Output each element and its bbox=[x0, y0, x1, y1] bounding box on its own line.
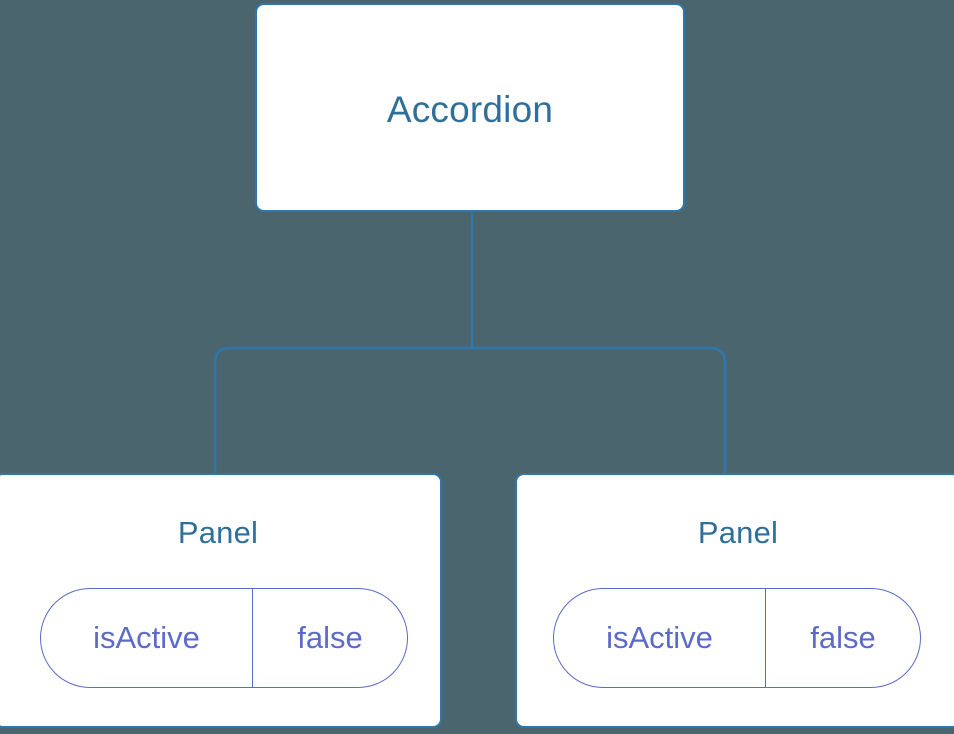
node-panel-0-prop-key: isActive bbox=[41, 589, 253, 687]
edge-to-panel-0 bbox=[213, 346, 472, 476]
node-panel-0-title: Panel bbox=[177, 515, 259, 550]
node-panel-1-prop-key: isActive bbox=[554, 589, 766, 687]
node-panel-0-prop-value: false bbox=[297, 620, 363, 655]
node-accordion[interactable]: Accordion bbox=[255, 3, 685, 212]
node-panel-0[interactable]: Panel isActive false bbox=[0, 473, 442, 728]
node-panel-0-prop-pill: isActive false bbox=[40, 588, 408, 688]
node-accordion-title: Accordion bbox=[386, 89, 554, 130]
node-panel-1-prop-pill: isActive false bbox=[553, 588, 921, 688]
edge-to-panel-1 bbox=[472, 346, 727, 476]
node-panel-1[interactable]: Panel isActive false bbox=[515, 473, 954, 728]
node-panel-1-title: Panel bbox=[697, 515, 779, 550]
node-panel-1-prop-value: false bbox=[810, 620, 876, 655]
